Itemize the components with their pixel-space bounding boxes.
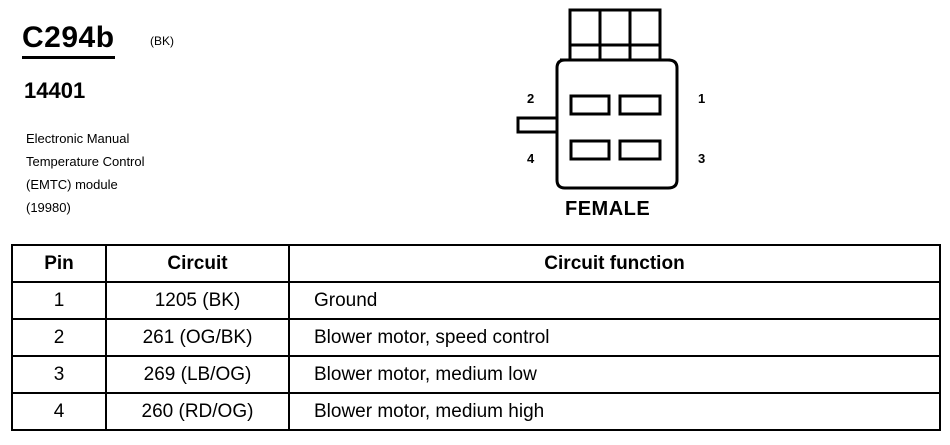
function-cell: Blower motor, speed control [288,318,941,357]
column-header-circuit-function: Circuit function [288,244,941,283]
pin-cell: 4 [11,392,107,431]
pin-cell: 1 [11,281,107,320]
connector-diagram: 1 2 3 4 [505,5,725,230]
function-cell: Blower motor, medium low [288,355,941,394]
table-row: 3 269 (LB/OG) Blower motor, medium low [11,355,941,394]
connector-body [555,58,679,190]
table-header-row: Pin Circuit Circuit function [11,244,941,283]
connector-drawing [516,8,679,190]
pin-cavity-1 [618,94,662,116]
column-header-circuit: Circuit [105,244,290,283]
wire-harness [560,8,670,62]
connector-gender-label: FEMALE [565,198,651,220]
color-code: (BK) [150,34,174,48]
circuit-cell: 260 (RD/OG) [105,392,290,431]
pin-cavity-2 [569,94,611,116]
pin-cell: 3 [11,355,107,394]
component-description: Electronic Manual Temperature Control (E… [26,127,145,219]
pin-cell: 2 [11,318,107,357]
pin-label-2: 2 [527,91,535,106]
description-line-4: (19980) [26,200,71,215]
pin-label-3: 3 [698,151,706,166]
table-row: 2 261 (OG/BK) Blower motor, speed contro… [11,318,941,357]
column-header-pin: Pin [11,244,107,283]
function-cell: Ground [288,281,941,320]
pin-table: Pin Circuit Circuit function 1 1205 (BK)… [11,244,941,431]
description-line-1: Electronic Manual [26,131,130,146]
locking-tab [516,116,557,134]
circuit-cell: 269 (LB/OG) [105,355,290,394]
pin-label-1: 1 [698,91,706,106]
connector-id: C294b [22,22,115,59]
description-line-3: (EMTC) module [26,177,118,192]
description-line-2: Temperature Control [26,154,145,169]
circuit-cell: 261 (OG/BK) [105,318,290,357]
table-row: 1 1205 (BK) Ground [11,281,941,320]
part-number: 14401 [24,78,86,103]
pin-cavity-4 [569,139,611,161]
table-row: 4 260 (RD/OG) Blower motor, medium high [11,392,941,431]
function-cell: Blower motor, medium high [288,392,941,431]
pin-label-4: 4 [527,151,535,166]
circuit-cell: 1205 (BK) [105,281,290,320]
pin-cavity-3 [618,139,662,161]
